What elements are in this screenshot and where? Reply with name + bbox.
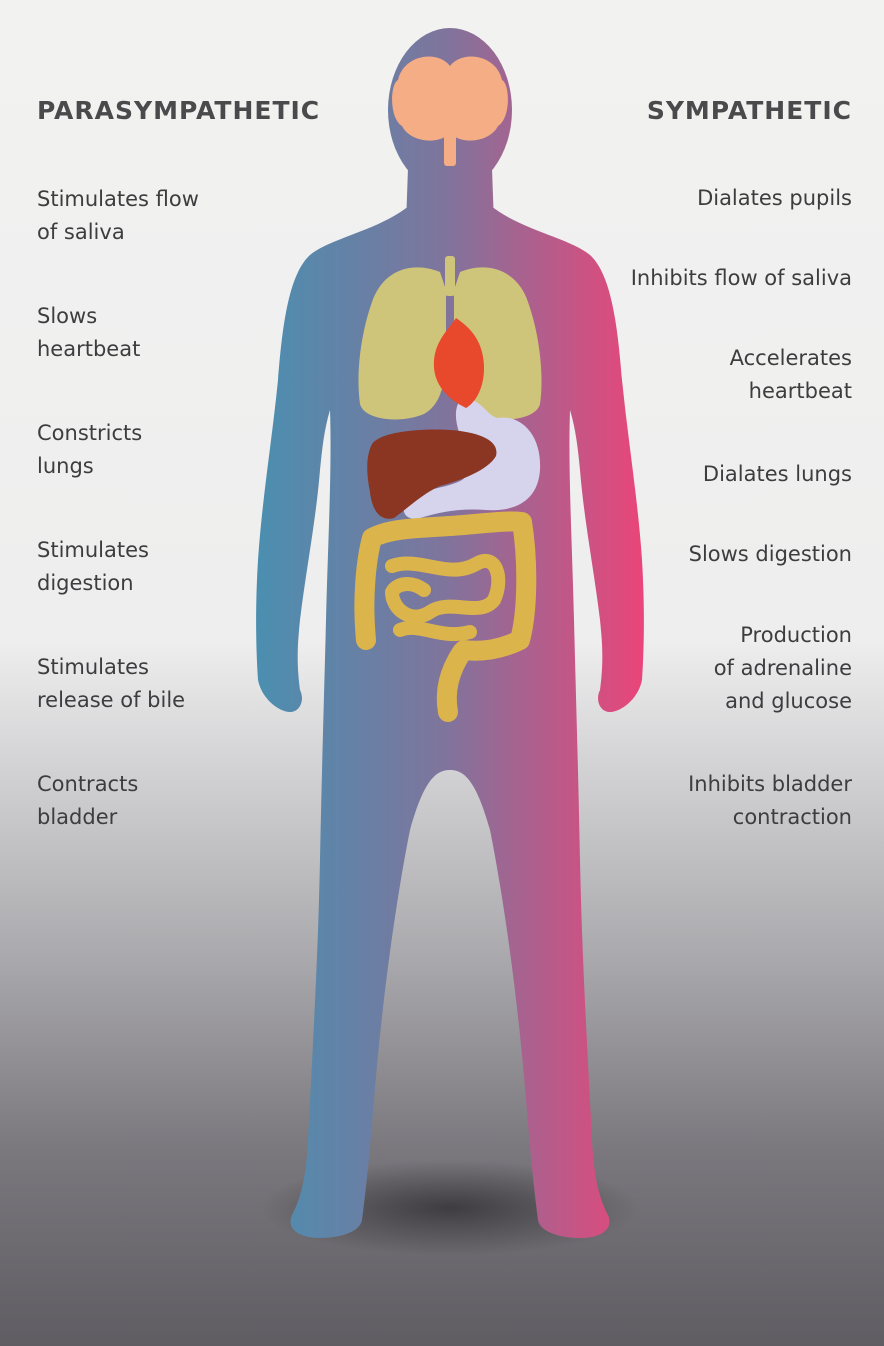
human-body-figure (0, 0, 884, 1346)
